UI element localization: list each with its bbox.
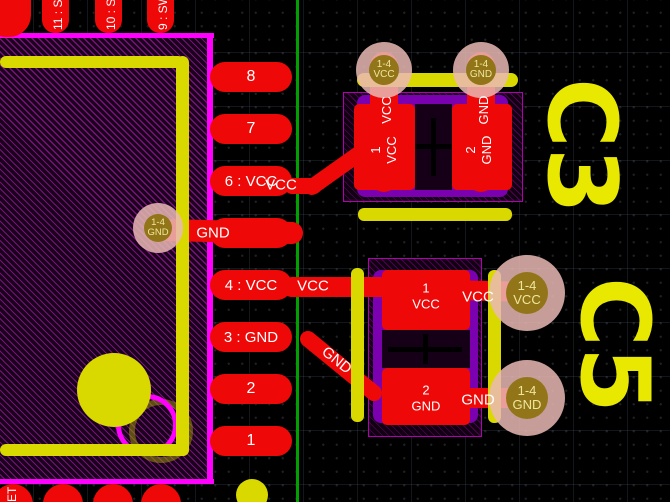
ic-pad-8-label: 8 xyxy=(246,68,256,85)
ic-pad-3[interactable]: 3 : GND xyxy=(210,322,292,352)
net-label-pad5-gnd[interactable]: GND xyxy=(196,224,230,242)
c5-pad2-number: 2 xyxy=(422,382,430,398)
via-c5-gnd[interactable]: 1-4 GND xyxy=(506,377,548,419)
ic-pad-10-label: 10 : SW xyxy=(104,0,118,30)
ic-outline-bottom xyxy=(0,479,214,484)
c5-pad1-number: 1 xyxy=(422,280,430,296)
ic-pad-9-label: 9 : SW xyxy=(156,0,170,30)
c3-pad1-net: VCC xyxy=(384,136,399,163)
ic-pad-bottom-1[interactable] xyxy=(0,484,33,502)
net-label-c5pad2-gnd[interactable]: GND xyxy=(461,391,495,409)
c3-pad2-number: 2 xyxy=(463,146,478,153)
ic-pad-6-label: 6 : VCC xyxy=(224,172,278,190)
ic-pad-11[interactable] xyxy=(42,0,69,33)
net-label-c3pad1-vcc[interactable]: VCC xyxy=(379,96,394,123)
c5-pad2-net: GND xyxy=(411,398,441,414)
c5-cross-v xyxy=(423,334,428,364)
ic-silk-bottom-line xyxy=(0,444,189,456)
net-label-pad4-vcc[interactable]: VCC xyxy=(297,277,329,295)
via-c5-vcc-range: 1-4 xyxy=(517,278,537,294)
c3-cross-v xyxy=(431,118,436,176)
ic-bottom-pad-label: ET xyxy=(5,486,19,502)
trace-pad6-diagonal[interactable] xyxy=(304,145,368,195)
c3-pad2-net: GND xyxy=(479,136,494,165)
ic-outline-top xyxy=(0,33,214,38)
c3-refdes-text[interactable]: C3 xyxy=(526,78,636,214)
via-c3-gnd-net: GND xyxy=(469,69,493,80)
via-ic-gnd[interactable]: 1-4 GND xyxy=(144,214,172,242)
ic-pad-4-label: 4 : VCC xyxy=(224,276,278,294)
ic-pad-4[interactable]: 4 : VCC xyxy=(210,270,292,300)
ic-pad-10[interactable] xyxy=(95,0,122,33)
ic-pad-11-label: 11 : SW xyxy=(51,0,65,30)
ic-pad-9[interactable] xyxy=(147,0,174,33)
net-label-diagonal-gnd[interactable]: GND xyxy=(318,343,355,377)
net-label-c3pad2-gnd[interactable]: GND xyxy=(476,96,491,125)
ic-pad-1-label: 1 xyxy=(246,432,256,449)
ic-pad-8[interactable]: 8 xyxy=(210,62,292,92)
ic-pad-bottom-4[interactable] xyxy=(141,484,181,502)
ic-pad-bottom-2[interactable] xyxy=(43,484,83,502)
via-ic-gnd-net: GND xyxy=(147,227,169,238)
silk-dot-marker xyxy=(236,479,268,502)
ic-silk-right-line xyxy=(176,56,189,456)
via-c3-vcc-range: 1-4 xyxy=(376,58,392,70)
ic-pad-1[interactable]: 1 xyxy=(210,426,292,456)
ic-pad-3-label: 3 : GND xyxy=(223,328,279,346)
via-c3-gnd-range: 1-4 xyxy=(473,58,489,70)
c5-refdes-text[interactable]: C5 xyxy=(559,277,669,413)
c3-silk-bottom-bar xyxy=(358,208,512,221)
via-c5-gnd-range: 1-4 xyxy=(517,383,537,399)
net-label-pad6-vcc[interactable]: VCC xyxy=(265,176,297,194)
ic-outline-right xyxy=(207,33,213,484)
via-ic-gnd-range: 1-4 xyxy=(151,217,165,229)
net-label-c5pad1-vcc[interactable]: VCC xyxy=(462,288,494,306)
ic-pad-2-label: 2 xyxy=(246,380,256,397)
via-c3-gnd[interactable]: 1-4 GND xyxy=(466,55,496,85)
ic-pad-2[interactable]: 2 xyxy=(210,374,292,404)
ic-pin1-marker-circle xyxy=(77,353,151,427)
c5-pad1-net: VCC xyxy=(412,296,440,312)
c3-pad1-number: 1 xyxy=(368,146,383,153)
c5-silk-left-bar xyxy=(351,268,364,422)
ic-pad-bottom-3[interactable] xyxy=(93,484,133,502)
via-c3-vcc-net: VCC xyxy=(373,69,395,80)
via-c5-vcc[interactable]: 1-4 VCC xyxy=(506,272,548,314)
ic-silk-top-line xyxy=(0,56,184,68)
ic-pad-6[interactable]: 6 : VCC xyxy=(210,166,292,196)
ic-pad-7-label: 7 xyxy=(246,120,256,137)
via-c5-vcc-net: VCC xyxy=(513,292,541,307)
ic-pad-7[interactable]: 7 xyxy=(210,114,292,144)
via-c5-gnd-net: GND xyxy=(512,397,542,412)
net-line-green[interactable] xyxy=(296,0,299,502)
via-c3-vcc[interactable]: 1-4 VCC xyxy=(369,55,399,85)
